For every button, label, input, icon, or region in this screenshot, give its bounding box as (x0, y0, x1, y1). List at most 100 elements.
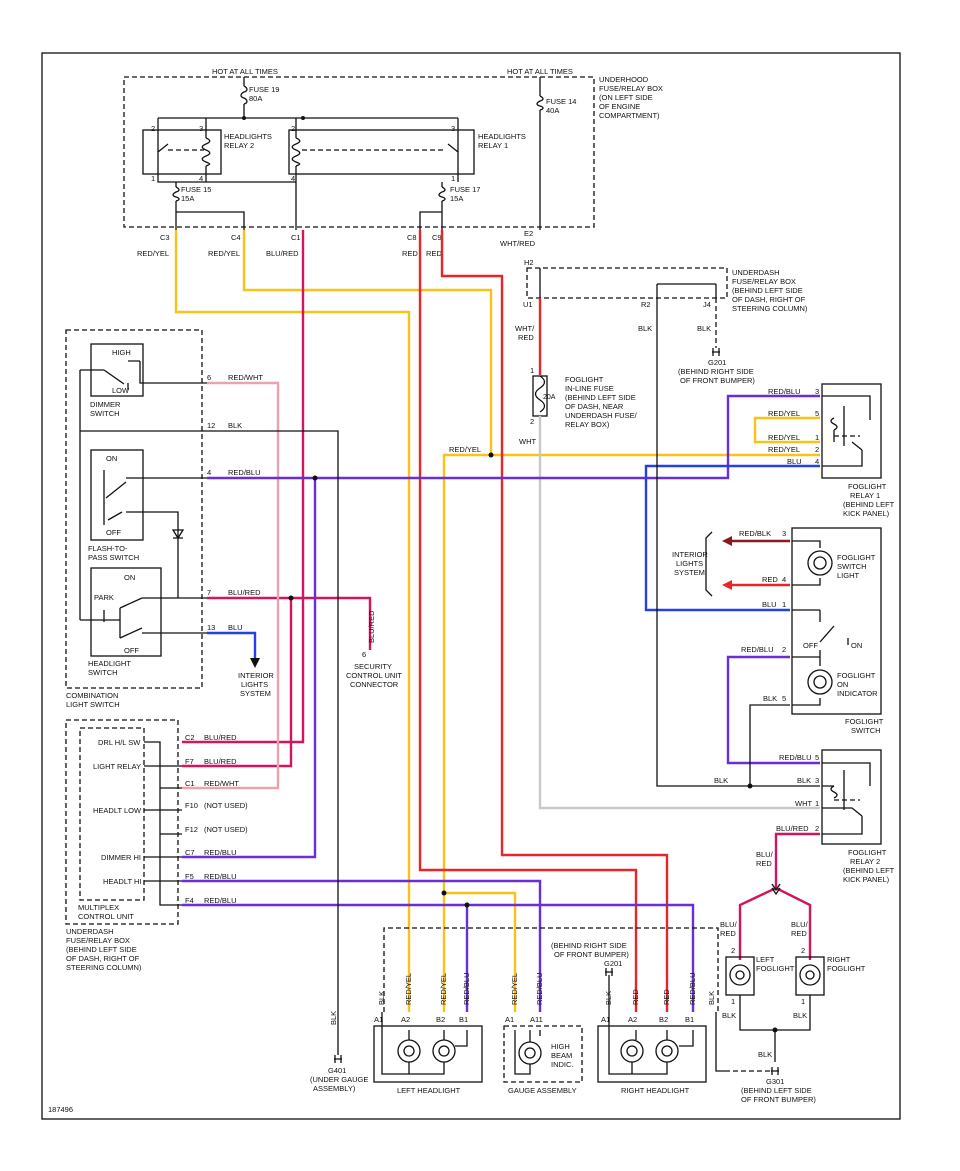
svg-text:RED/YEL: RED/YEL (137, 249, 169, 258)
left-headlight-wire: RED/YEL (439, 973, 448, 1005)
left-foglight (725, 956, 755, 996)
svg-text:(BEHIND LEFT SIDE: (BEHIND LEFT SIDE (565, 393, 636, 402)
svg-text:CONNECTOR: CONNECTOR (350, 680, 399, 689)
svg-text:PARK: PARK (94, 593, 114, 602)
headlights-relay-2 (142, 129, 222, 175)
svg-text:RED: RED (791, 929, 807, 938)
left-fog-wire-label: BLU/ RED (720, 920, 738, 938)
combination-light-switch (65, 329, 203, 689)
combination-label: COMBINATION LIGHT SWITCH (66, 691, 120, 709)
svg-text:3: 3 (199, 124, 203, 133)
svg-text:BLK: BLK (758, 1050, 772, 1059)
svg-text:13: 13 (207, 623, 215, 632)
svg-text:RED: RED (762, 575, 778, 584)
right-headlight-wire: RED (631, 989, 640, 1005)
fuse-19-symbol (240, 85, 248, 105)
multiplex-row-name: HEADLT HI (103, 877, 141, 886)
svg-text:1: 1 (815, 433, 819, 442)
svg-text:15A: 15A (450, 194, 463, 203)
multiplex-row-wire: (NOT USED) (204, 801, 248, 810)
underdash-bottom-label: UNDERDASH FUSE/RELAY BOX (BEHIND LEFT SI… (66, 927, 142, 972)
svg-text:OFF: OFF (803, 641, 818, 650)
svg-text:OF ENGINE: OF ENGINE (599, 102, 640, 111)
wire-gauge-red-yel (444, 891, 517, 1012)
svg-text:UNDERDASH FUSE/: UNDERDASH FUSE/ (565, 411, 638, 420)
svg-text:C9: C9 (432, 233, 442, 242)
foglight-relay-2 (821, 749, 882, 845)
svg-text:HEADLIGHTS: HEADLIGHTS (478, 132, 526, 141)
svg-text:COMBINATION: COMBINATION (66, 691, 118, 700)
svg-text:4: 4 (207, 468, 211, 477)
wire-switch-red-blu (726, 655, 820, 765)
svg-text:5: 5 (815, 409, 819, 418)
security-wire-label: BLU/RED (367, 610, 376, 643)
svg-text:KICK PANEL): KICK PANEL) (843, 875, 890, 884)
wire-c4-red-yel (242, 230, 493, 455)
svg-text:HIGH: HIGH (551, 1042, 570, 1051)
svg-text:OF FRONT BUMPER): OF FRONT BUMPER) (741, 1095, 816, 1104)
svg-text:RED: RED (402, 249, 418, 258)
fuse-15-symbol (172, 186, 180, 202)
foglight-switch-light-bulb (807, 550, 833, 576)
wire-f7-blu-red (182, 598, 293, 768)
right-headlight-pin: A2 (628, 1015, 637, 1024)
wire-c9-red (440, 230, 669, 1012)
wire-f5-red-blu (182, 879, 542, 1012)
svg-text:12: 12 (207, 421, 215, 430)
svg-text:2: 2 (815, 445, 819, 454)
relay-1-label: HEADLIGHTS RELAY 1 (478, 132, 526, 150)
high-beam-label: HIGH BEAM INDIC. (551, 1042, 574, 1069)
svg-text:OF FRONT BUMPER): OF FRONT BUMPER) (680, 376, 755, 385)
svg-text:BEAM: BEAM (551, 1051, 572, 1060)
svg-text:KICK PANEL): KICK PANEL) (843, 509, 890, 518)
svg-text:RED: RED (426, 249, 442, 258)
inline-fuse-label: FOGLIGHT IN-LINE FUSE (BEHIND LEFT SIDE … (565, 375, 638, 429)
multiplex-row-wire: RED/BLU (204, 896, 237, 905)
split-wire-label: BLU/ RED (756, 850, 774, 868)
svg-text:BLU/: BLU/ (720, 920, 738, 929)
svg-text:RED/BLK: RED/BLK (739, 529, 771, 538)
bottom-labels: BLKA1RED/YELA2RED/YELB2RED/BLUB1RED/YELA… (374, 972, 697, 1024)
svg-text:INDIC.: INDIC. (551, 1060, 574, 1069)
junctions (242, 116, 778, 1033)
foglight-switch-label: FOGLIGHT SWITCH (845, 717, 884, 735)
wire-relay1-blu (644, 464, 820, 612)
svg-text:WHT: WHT (795, 799, 812, 808)
svg-text:LIGHTS: LIGHTS (241, 680, 268, 689)
svg-text:CONTROL UNIT: CONTROL UNIT (78, 912, 134, 921)
multiplex-row-wire: RED/BLU (204, 848, 237, 857)
wire-p7-blu-red (207, 596, 372, 650)
svg-text:RED/WHT: RED/WHT (228, 373, 263, 382)
svg-text:2: 2 (291, 124, 295, 133)
svg-text:20A: 20A (543, 394, 556, 401)
left-headlight-pin: B2 (436, 1015, 445, 1024)
ground-g201-bottom (605, 968, 613, 976)
svg-text:BLK: BLK (329, 1011, 338, 1025)
right-foglight-label: RIGHT FOGLIGHT (827, 955, 866, 973)
ground-g201-top (712, 348, 720, 356)
multiplex-row-pin: C1 (185, 779, 195, 788)
svg-text:UNDERDASH: UNDERDASH (66, 927, 114, 936)
multiplex-row-name: HEADLT LOW (93, 806, 142, 815)
svg-text:RED/BLU: RED/BLU (228, 468, 261, 477)
svg-text:G301: G301 (766, 1077, 784, 1086)
right-headlight-bulb-a (620, 1039, 644, 1063)
svg-text:ON: ON (124, 573, 135, 582)
svg-text:3: 3 (451, 124, 455, 133)
left-headlight-wire: RED/YEL (404, 973, 413, 1005)
svg-text:G201: G201 (708, 358, 726, 367)
svg-text:FOGLIGHT: FOGLIGHT (565, 375, 604, 384)
svg-text:LEFT HEADLIGHT: LEFT HEADLIGHT (397, 1086, 461, 1095)
svg-text:2: 2 (731, 946, 735, 955)
multiplex-row-pin: C2 (185, 733, 195, 742)
svg-text:RELAY BOX): RELAY BOX) (565, 420, 610, 429)
svg-text:5: 5 (815, 753, 819, 762)
svg-text:FOGLIGHT: FOGLIGHT (848, 482, 887, 491)
svg-text:INTERIOR: INTERIOR (672, 550, 708, 559)
right-fog-wire-label: BLU/ RED (791, 920, 809, 938)
svg-text:4: 4 (291, 174, 295, 183)
gauge-wire: RED/YEL (510, 973, 519, 1005)
svg-text:RED/BLU: RED/BLU (779, 753, 812, 762)
multiplex-row-pin: F4 (185, 896, 194, 905)
